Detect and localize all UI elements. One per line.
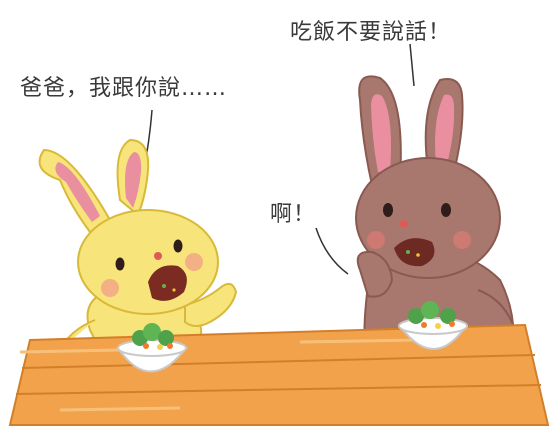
salad-bowl-right bbox=[398, 301, 468, 350]
salad-bowl-left bbox=[116, 323, 189, 373]
wooden-table bbox=[8, 323, 550, 426]
speech-text-brown-bunny-exclaim: 啊！ bbox=[270, 202, 317, 227]
yellow-bunny bbox=[38, 138, 238, 351]
speech-text-brown-bunny: 吃飯不要說話！ bbox=[290, 20, 452, 45]
speech-pointer-brown bbox=[409, 43, 415, 87]
speech-pointer-brown-exclaim bbox=[315, 227, 349, 275]
speech-text-yellow-bunny: 爸爸，我跟你說…… bbox=[20, 76, 228, 101]
